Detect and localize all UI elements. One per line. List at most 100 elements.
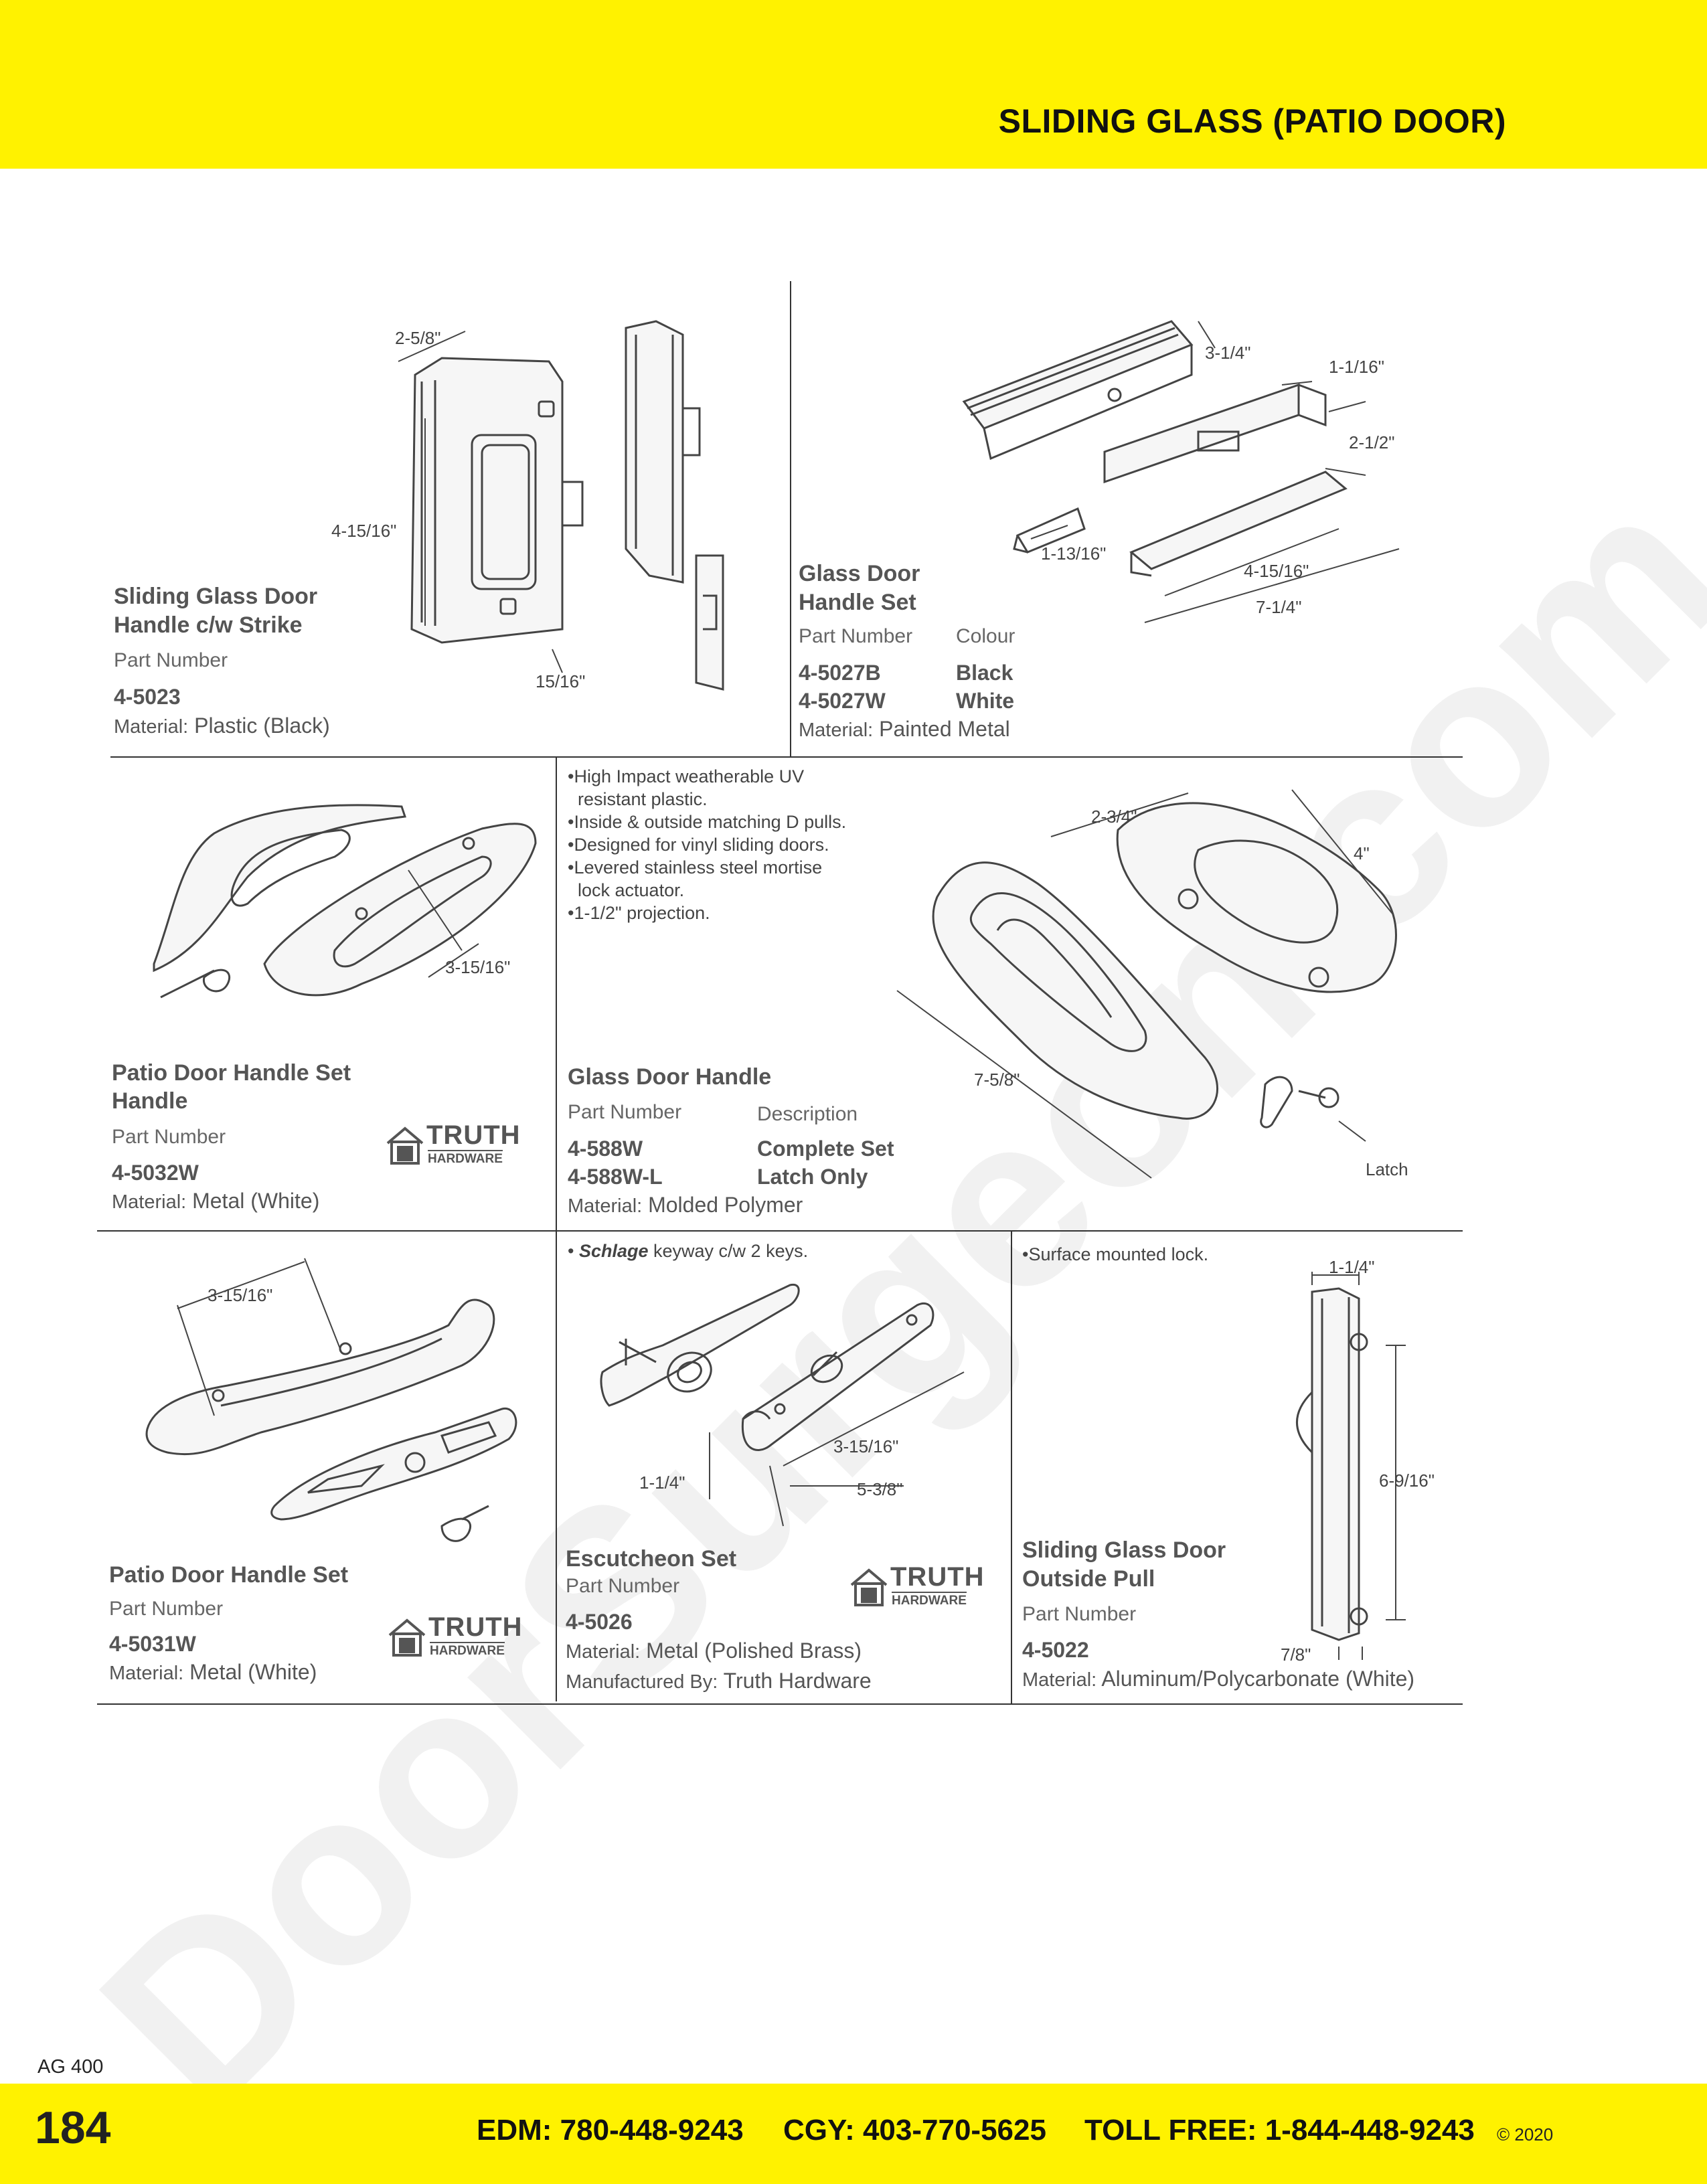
divider-v3	[1011, 1232, 1012, 1703]
patio-handle-set-drawing	[134, 776, 562, 1058]
logo-sub: HARDWARE	[428, 1150, 503, 1167]
p3-title-2: Handle	[112, 1088, 188, 1114]
dim-p2-a: 3-1/4"	[1205, 343, 1251, 363]
p4-note-6: lock actuator.	[568, 880, 685, 900]
dim-p1-c: 15/16"	[536, 671, 586, 691]
p1-part-number: 4-5023	[114, 685, 181, 709]
dim-p2-b: 1-1/16"	[1329, 357, 1384, 377]
truth-hardware-logo-3: TRUTH HARDWARE	[849, 1560, 985, 1609]
p2-material: Material: Painted Metal	[799, 717, 1010, 741]
section-title: SLIDING GLASS (PATIO DOOR)	[998, 102, 1506, 140]
truth-hardware-logo-1: TRUTH HARDWARE	[385, 1118, 521, 1167]
p7-title-1: Sliding Glass Door	[1022, 1537, 1226, 1563]
p4-material: Material: Molded Polymer	[568, 1193, 803, 1217]
p4-note-5: •Levered stainless steel mortise	[568, 857, 823, 877]
header-band	[0, 0, 1707, 169]
p4-desc-label: Description	[757, 1103, 858, 1125]
p2-part-1: 4-5027B	[799, 661, 881, 685]
p6-title: Escutcheon Set	[566, 1546, 737, 1572]
divider-v2	[556, 758, 557, 1701]
footer-band	[0, 2084, 1707, 2184]
p2-colour-2: White	[956, 689, 1015, 713]
logo-sub: HARDWARE	[892, 1592, 967, 1608]
p2-part-2: 4-5027W	[799, 689, 886, 713]
p2-title-1: Glass Door	[799, 561, 920, 586]
dim-p1-b: 4-15/16"	[331, 521, 397, 541]
escutcheon-set-drawing	[589, 1265, 977, 1553]
p3-title-1: Patio Door Handle Set	[112, 1060, 351, 1086]
p4-note-2: resistant plastic.	[568, 789, 708, 809]
p2-colour-label: Colour	[956, 625, 1015, 647]
dim-p2-e: 4-15/16"	[1244, 561, 1309, 581]
dim-p4-latch: Latch	[1366, 1159, 1408, 1179]
logo-word: TRUTH	[426, 1120, 521, 1150]
p7-part-label: Part Number	[1022, 1603, 1137, 1625]
handle-strike-drawing	[361, 295, 777, 696]
truth-hardware-logo-2: TRUTH HARDWARE	[387, 1610, 523, 1659]
p4-desc-1: Complete Set	[757, 1137, 894, 1161]
p7-note: •Surface mounted lock.	[1022, 1244, 1209, 1264]
house-icon	[850, 1568, 888, 1606]
p4-desc-2: Latch Only	[757, 1165, 868, 1189]
p4-title: Glass Door Handle	[568, 1064, 772, 1090]
copyright: © 2020	[1497, 2124, 1554, 2145]
p6-part-label: Part Number	[566, 1575, 680, 1597]
p1-part-label: Part Number	[114, 649, 228, 671]
dim-p6-b: 3-15/16"	[833, 1436, 899, 1456]
p1-material: Material: Plastic (Black)	[114, 713, 330, 738]
logo-sub: HARDWARE	[430, 1642, 505, 1659]
p3-material: Material: Metal (White)	[112, 1189, 320, 1213]
p5-part-label: Part Number	[109, 1598, 224, 1620]
logo-word: TRUTH	[428, 1612, 523, 1642]
p5-material: Material: Metal (White)	[109, 1660, 317, 1684]
p3-part-number: 4-5032W	[112, 1161, 199, 1185]
house-icon	[388, 1618, 426, 1657]
p4-part-2: 4-588W-L	[568, 1165, 663, 1189]
dim-p7-a: 1-1/4"	[1329, 1257, 1375, 1277]
divider-h3	[97, 1703, 1463, 1705]
p5-part-number: 4-5031W	[109, 1632, 196, 1656]
dim-p2-f: 7-1/4"	[1256, 597, 1302, 617]
p2-part-label: Part Number	[799, 625, 913, 647]
dim-p2-d: 1-13/16"	[1041, 543, 1107, 564]
p1-title-1: Sliding Glass Door	[114, 584, 318, 609]
house-icon	[386, 1126, 424, 1165]
phone-toll-free: TOLL FREE: 1-844-448-9243	[1084, 2114, 1475, 2147]
p4-note-4: •Designed for vinyl sliding doors.	[568, 835, 829, 855]
p6-material: Material: Metal (Polished Brass)	[566, 1639, 862, 1663]
phone-edm: EDM: 780-448-9243	[477, 2114, 744, 2147]
p4-note-7: •1-1/2" projection.	[568, 903, 710, 923]
p4-note-1: •High Impact weatherable UV	[568, 766, 805, 786]
dim-p4-b: 4"	[1354, 843, 1370, 863]
page-code: AG 400	[37, 2056, 104, 2078]
p2-title-2: Handle Set	[799, 590, 916, 615]
p4-part-1: 4-588W	[568, 1137, 643, 1161]
dim-p1-a: 2-5/8"	[395, 328, 441, 348]
divider-h2	[97, 1230, 1463, 1232]
patio-handle-set-2-drawing	[127, 1252, 542, 1566]
p7-title-2: Outside Pull	[1022, 1566, 1155, 1592]
p6-manufacturer: Manufactured By: Truth Hardware	[566, 1669, 872, 1693]
p6-note: • Schlage keyway c/w 2 keys.	[568, 1241, 809, 1261]
dim-p6-a: 1-1/4"	[639, 1473, 685, 1493]
handle-set-drawing	[951, 308, 1419, 656]
dim-p7-b: 6-9/16"	[1379, 1471, 1435, 1491]
dim-p4-c: 7-5/8"	[974, 1070, 1020, 1090]
divider-v1	[790, 281, 791, 756]
p4-note-3: •Inside & outside matching D pulls.	[568, 812, 847, 832]
p7-part-number: 4-5022	[1022, 1638, 1089, 1662]
glass-door-handle-drawing	[864, 776, 1466, 1205]
p5-title: Patio Door Handle Set	[109, 1562, 349, 1588]
dim-p7-c: 7/8"	[1281, 1645, 1311, 1665]
page-number: 184	[35, 2102, 111, 2153]
dim-p6-c: 5-3/8"	[857, 1479, 903, 1499]
p6-part-number: 4-5026	[566, 1610, 633, 1634]
phone-cgy: CGY: 403-770-5625	[783, 2114, 1046, 2147]
p4-notes: •High Impact weatherable UV resistant pl…	[568, 765, 846, 924]
p3-part-label: Part Number	[112, 1126, 226, 1148]
outside-pull-drawing	[1272, 1258, 1433, 1660]
logo-word: TRUTH	[890, 1562, 985, 1592]
p4-part-label: Part Number	[568, 1101, 682, 1123]
dim-p2-c: 2-1/2"	[1349, 432, 1395, 452]
dim-p4-a: 2-3/4"	[1091, 807, 1137, 827]
